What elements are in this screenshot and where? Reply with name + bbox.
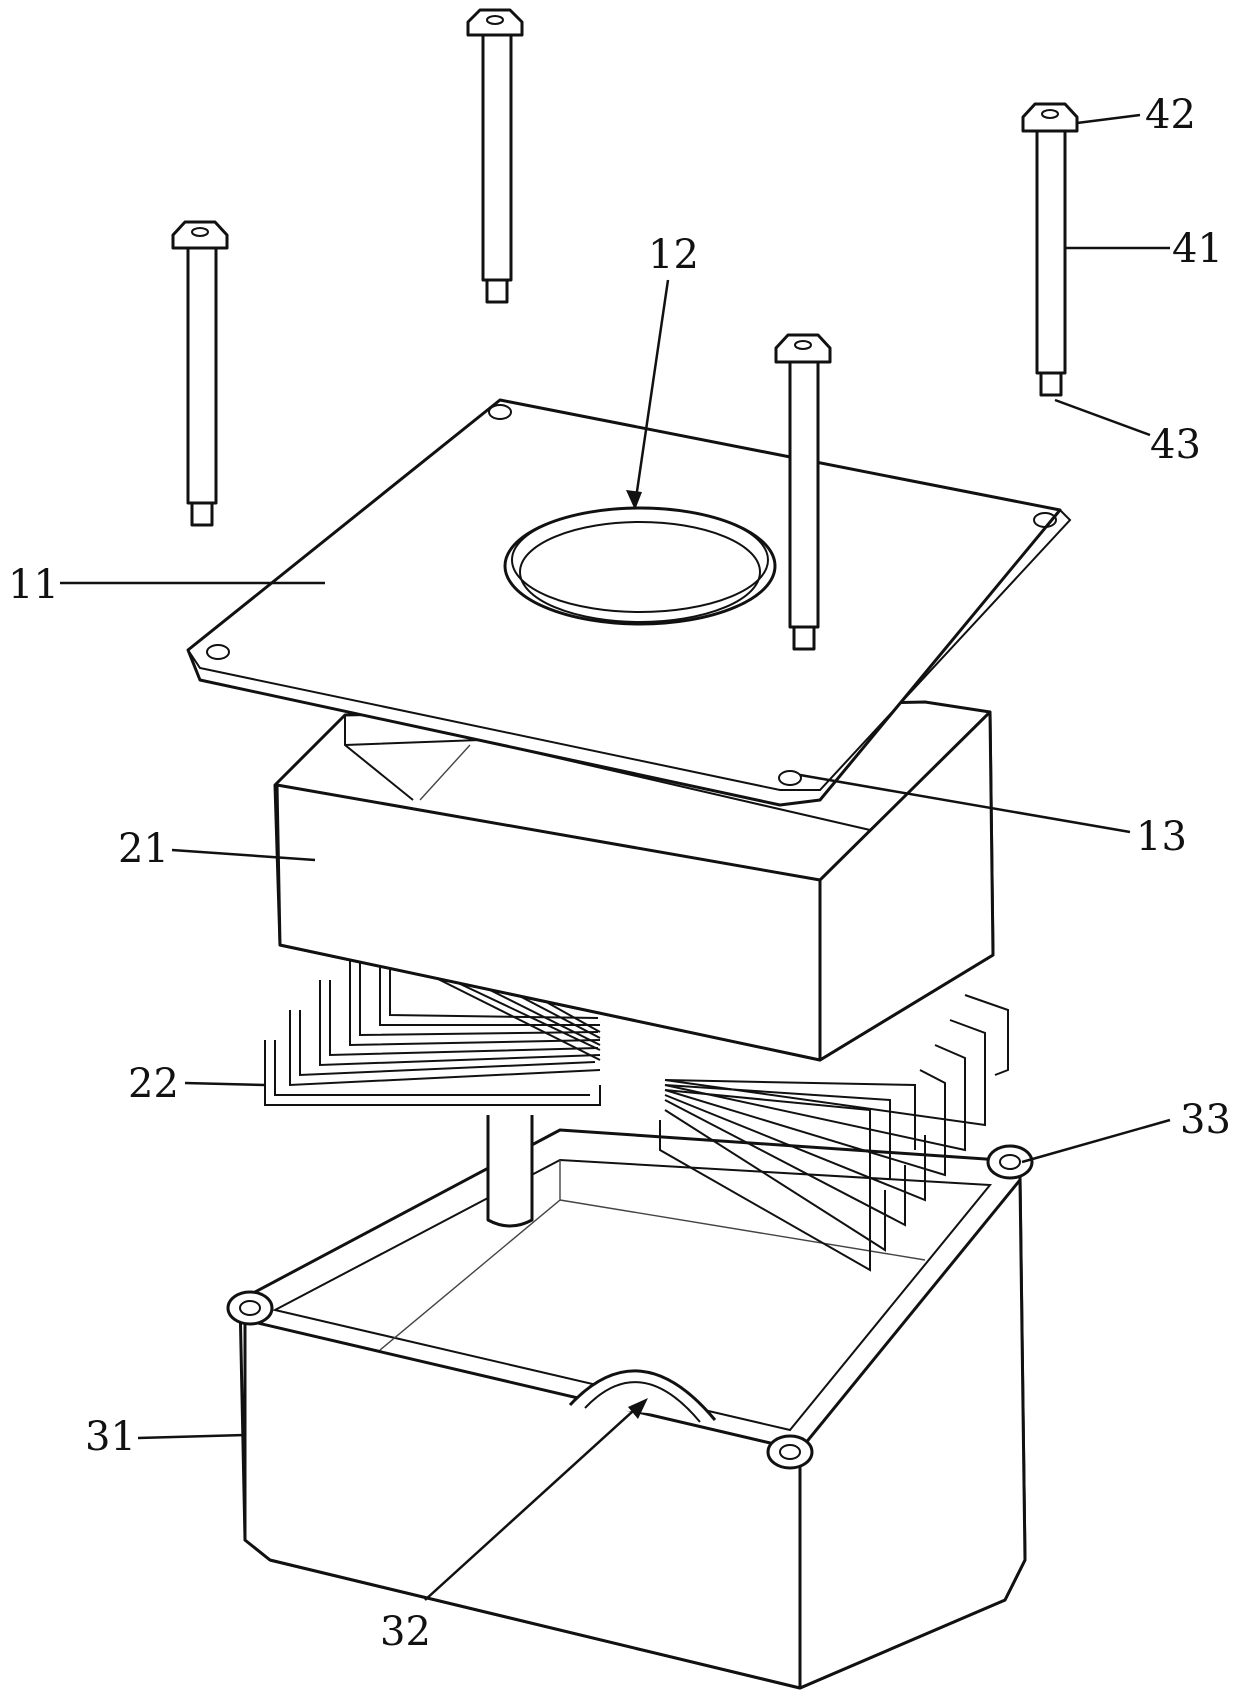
screw-left [171,220,229,527]
terminal-pins [264,950,1009,1272]
reference-labels: 11 12 13 21 22 31 32 33 41 42 43 [8,92,1231,1655]
label-12: 12 [648,232,699,278]
label-42: 42 [1145,92,1196,138]
label-11: 11 [8,562,59,608]
label-31: 31 [85,1414,136,1460]
label-33: 33 [1180,1097,1231,1143]
leader-lines [60,113,1171,1601]
screw-back [466,8,524,304]
label-41: 41 [1172,226,1223,272]
label-43: 43 [1150,422,1201,468]
bottom-housing [226,1115,1034,1690]
screw-front [774,333,832,651]
screw-right [1021,102,1079,397]
label-21: 21 [118,826,169,872]
top-cover-plate [186,398,1072,807]
label-22: 22 [128,1061,179,1107]
label-13: 13 [1136,814,1187,860]
label-32: 32 [380,1609,431,1655]
